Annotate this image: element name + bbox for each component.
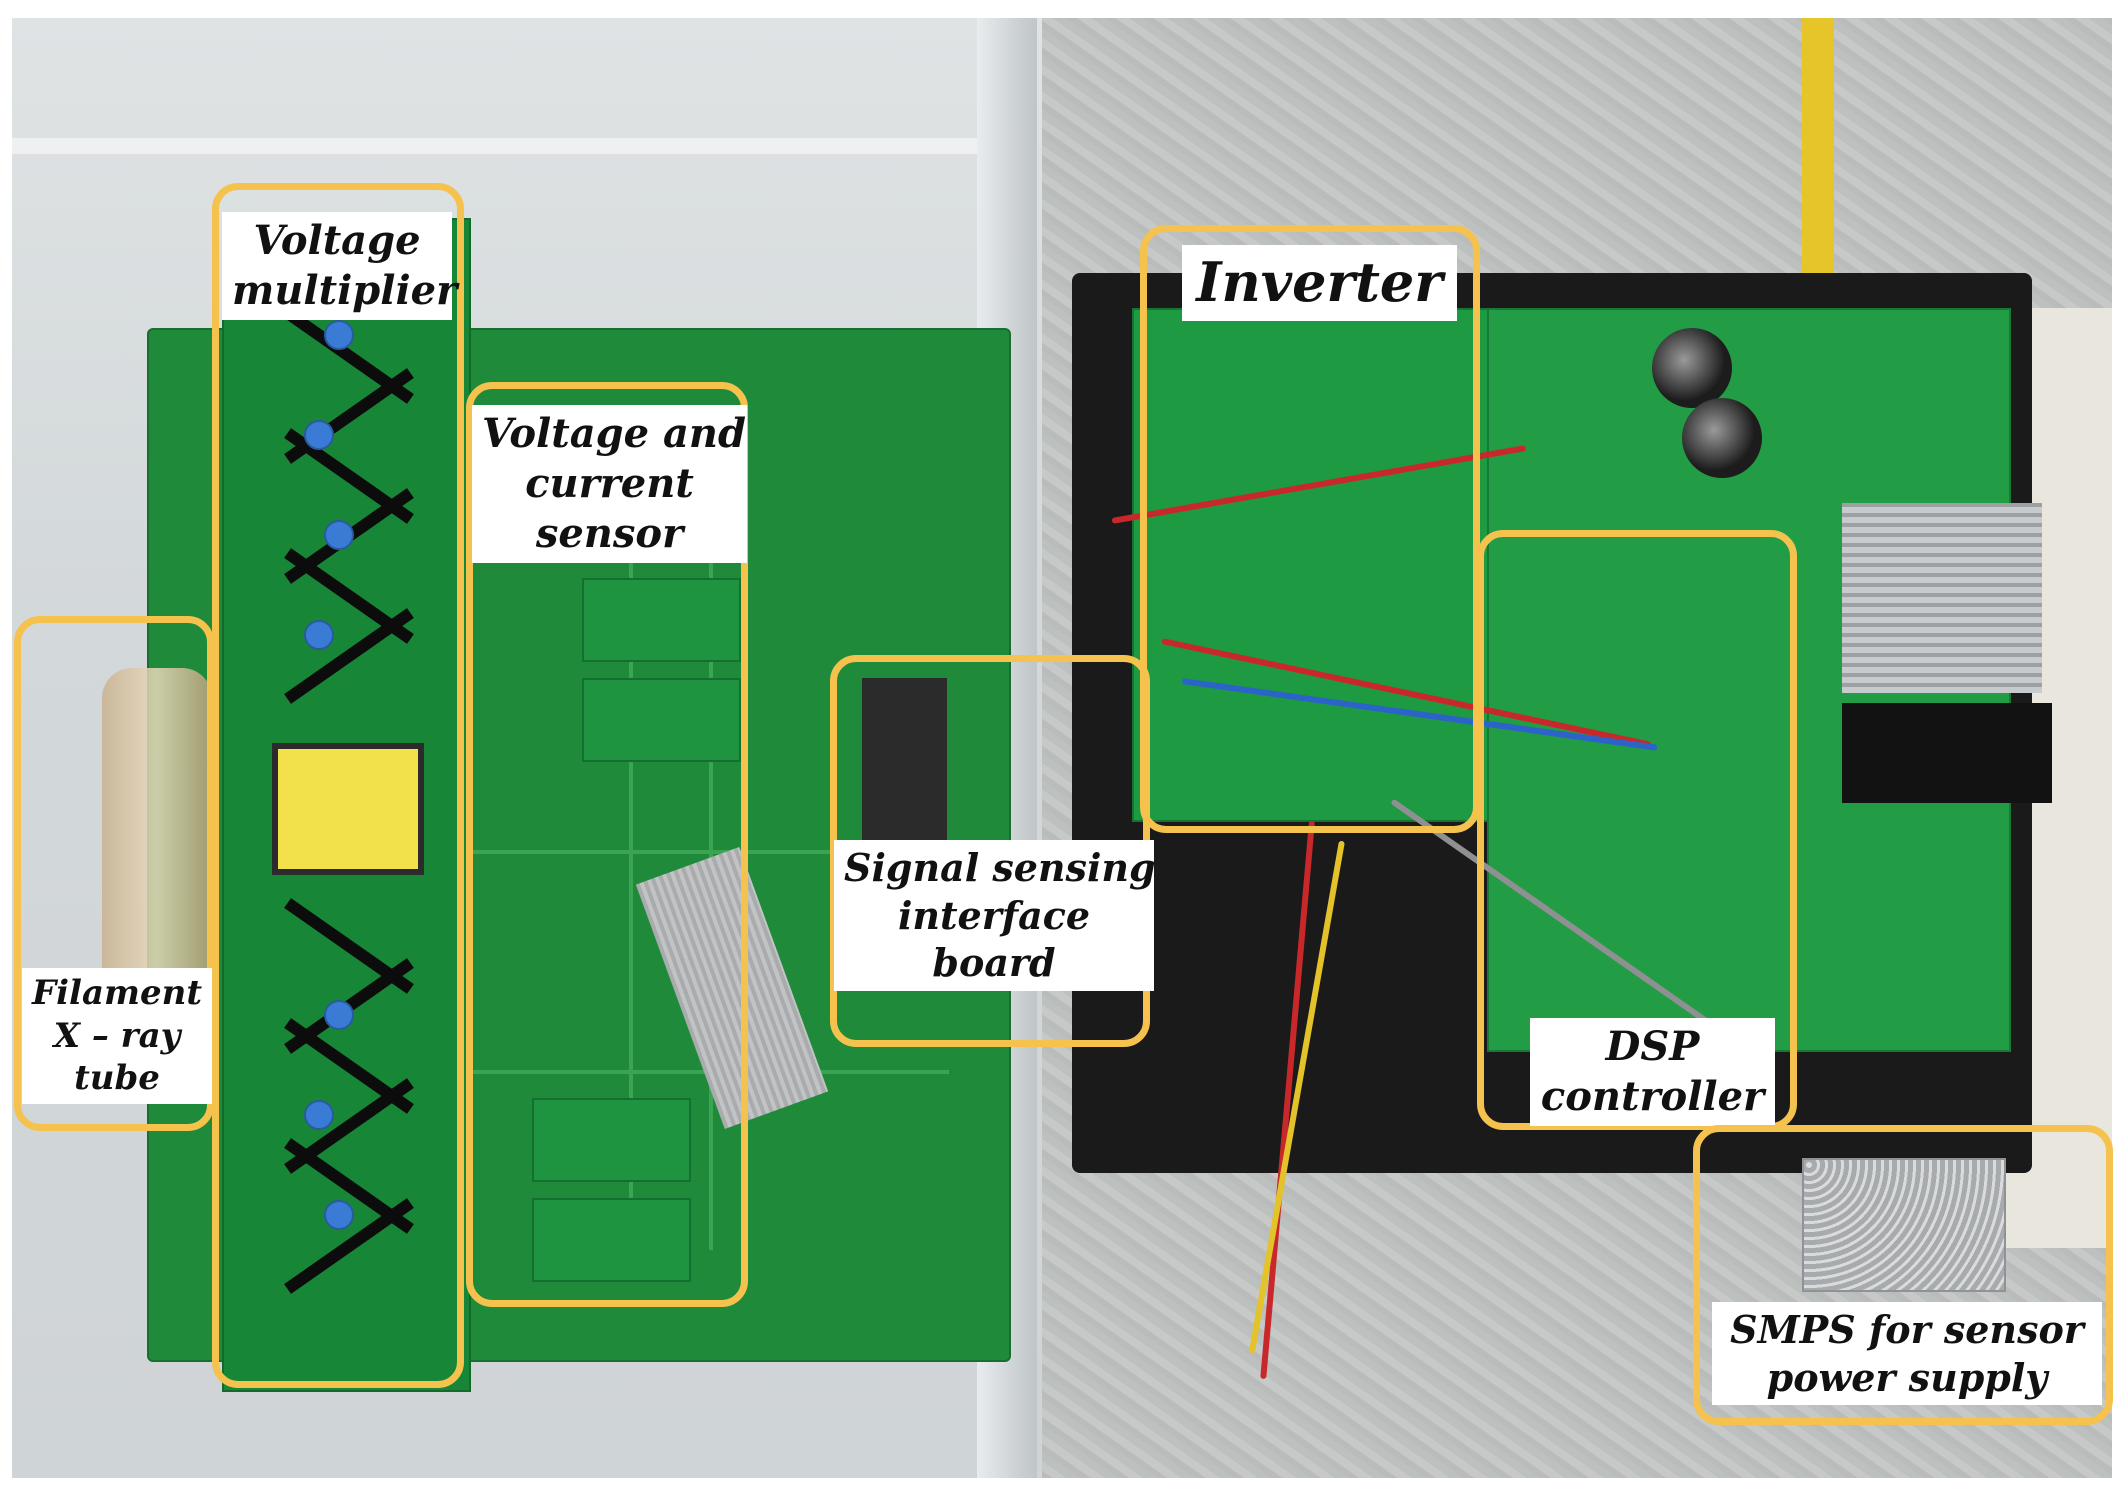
electrolytic-capacitor	[1652, 328, 1732, 408]
label-line: Signal sensing	[844, 845, 1156, 890]
dsp-controller-outline	[1477, 530, 1797, 1130]
sensor-module	[532, 1098, 691, 1182]
electrolytic-capacitor	[1682, 398, 1762, 478]
sensor-module	[582, 678, 741, 762]
pcb-trace	[449, 1070, 949, 1074]
smps-unit	[1802, 1158, 2006, 1292]
voltage-multiplier-outline	[212, 183, 464, 1388]
capacitor	[324, 520, 354, 550]
capacitor	[324, 1200, 354, 1230]
voltage-current-sensor-label: Voltage and current sensor	[472, 405, 747, 563]
pcb-trace	[449, 850, 949, 854]
voltage-current-sensor-outline	[466, 382, 748, 1307]
label-line: Voltage	[253, 217, 421, 264]
label-line: Voltage and	[482, 410, 746, 457]
label-line: Inverter	[1196, 250, 1443, 314]
tank-lid-edge	[12, 138, 977, 154]
inverter-pcb	[1132, 308, 1496, 822]
label-line: tube	[74, 1058, 160, 1098]
signal-interface-label: Signal sensing interface board	[834, 840, 1156, 991]
sensor-module	[532, 1198, 691, 1282]
label-line: board	[932, 940, 1056, 985]
capacitor	[304, 620, 334, 650]
label-line: interface	[897, 892, 1091, 938]
label-line: controller	[1540, 1073, 1765, 1120]
capacitor	[304, 420, 334, 450]
label-line: SMPS for sensor	[1730, 1307, 2084, 1352]
capacitor	[324, 320, 354, 350]
smps-outline	[1693, 1125, 2113, 1425]
sensor-module	[582, 578, 741, 662]
hv-transformer	[272, 743, 424, 875]
smps-label: SMPS for sensor power supply	[1712, 1302, 2102, 1405]
xray-tube-image	[102, 668, 212, 998]
voltage-multiplier-label: Voltage multiplier	[222, 212, 458, 320]
capacitor	[304, 1100, 334, 1130]
inverter-outline	[1140, 225, 1480, 833]
pcb-trace	[629, 530, 633, 1230]
power-module	[1842, 703, 2052, 803]
label-line: DSP	[1605, 1023, 1700, 1070]
heatsink	[1842, 503, 2042, 693]
label-line: sensor	[535, 510, 684, 557]
label-line: Filament	[32, 973, 203, 1013]
label-line: X – ray	[53, 1015, 181, 1056]
filament-tube-label: Filament X – ray tube	[22, 968, 212, 1104]
dsp-controller-label: DSP controller	[1530, 1018, 1775, 1126]
capacitor	[324, 1000, 354, 1030]
filament-tube-outline	[14, 616, 214, 1131]
inverter-label: Inverter	[1182, 245, 1457, 321]
label-line: multiplier	[232, 267, 458, 314]
label-line: power supply	[1766, 1354, 2048, 1400]
label-line: current	[525, 460, 694, 507]
